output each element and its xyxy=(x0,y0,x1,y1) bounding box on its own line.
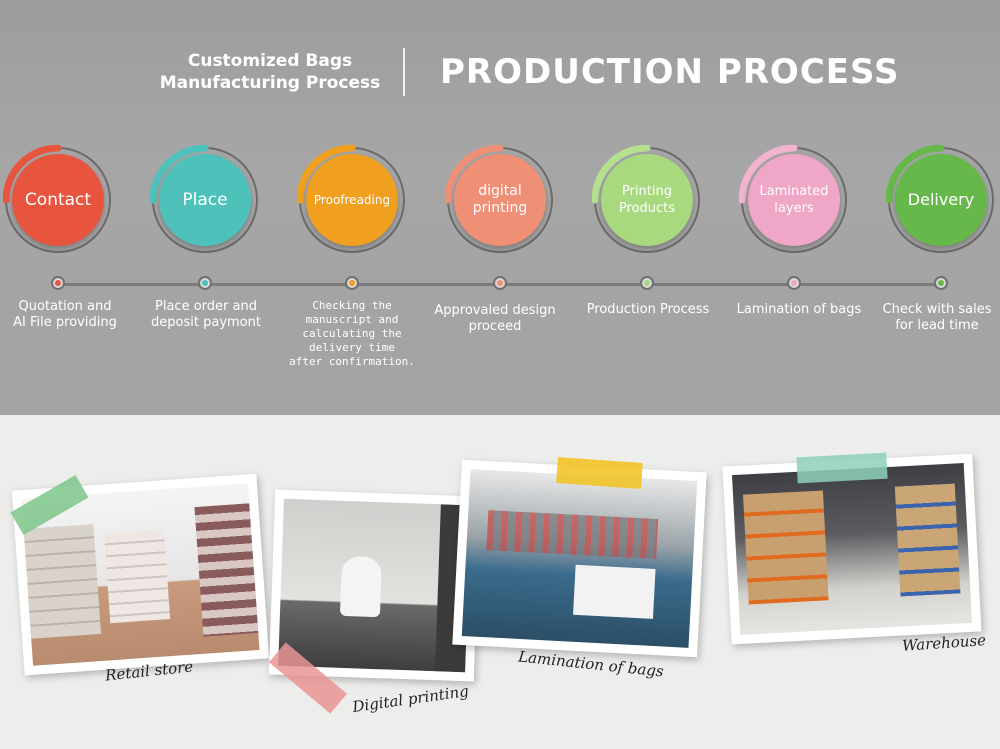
step-ring xyxy=(445,145,553,253)
page-title: PRODUCTION PROCESS xyxy=(440,52,900,92)
timeline-dot xyxy=(198,276,212,290)
step-description: Quotation and AI File providing xyxy=(13,299,117,330)
subtitle-line-1: Customized Bags xyxy=(187,51,353,71)
step-description: Check with sales for lead time xyxy=(882,302,992,333)
title-divider xyxy=(403,48,405,96)
timeline-dot xyxy=(787,276,801,290)
step-badge: digital printing xyxy=(454,154,546,246)
subtitle: Customized Bags Manufacturing Process xyxy=(150,50,390,94)
step-delivery: Delivery xyxy=(886,145,996,255)
step-description: Lamination of bags xyxy=(736,302,862,317)
step-contact: Contact xyxy=(3,145,113,255)
timeline-dot xyxy=(493,276,507,290)
step-description: Production Process xyxy=(586,302,710,317)
step-label-line-2: layers xyxy=(774,201,814,216)
lamination-image xyxy=(461,469,698,648)
step-ring xyxy=(150,145,258,253)
step-label: Place xyxy=(182,190,228,210)
warehouse-image xyxy=(731,463,973,635)
step-printing-products: Printing Products xyxy=(592,145,702,255)
step-ring xyxy=(3,145,111,253)
step-ring xyxy=(592,145,700,253)
step-digital-printing: digital printing xyxy=(445,145,555,255)
step-proofreading: Proofreading xyxy=(297,145,407,255)
step-badge: Laminated layers xyxy=(748,154,840,246)
digital-printing-image xyxy=(278,498,471,673)
step-badge: Place xyxy=(159,154,251,246)
timeline-dot xyxy=(345,276,359,290)
step-label-line-1: digital xyxy=(478,183,522,199)
step-label-line-1: Printing xyxy=(621,184,672,199)
step-label: Contact xyxy=(24,190,92,210)
step-badge: Contact xyxy=(12,154,104,246)
step-description: Place order and deposit paymont xyxy=(151,299,261,330)
tape-mint xyxy=(796,452,888,484)
step-label: Delivery xyxy=(907,190,975,209)
step-label-line-1: Laminated xyxy=(759,184,829,199)
photo-digital-printing xyxy=(268,489,481,682)
step-laminated-layers: Laminated layers xyxy=(739,145,849,255)
step-description: Approvaled design proceed xyxy=(434,303,556,334)
photo-warehouse xyxy=(722,453,982,645)
step-label-line-2: printing xyxy=(472,200,528,216)
photo-lamination xyxy=(452,459,707,658)
step-label: Proofreading xyxy=(313,193,391,207)
step-label-line-2: Products xyxy=(618,201,676,216)
step-badge: Printing Products xyxy=(601,154,693,246)
step-badge: Delivery xyxy=(895,154,987,246)
subtitle-line-2: Manufacturing Process xyxy=(159,73,381,93)
timeline-dot xyxy=(640,276,654,290)
timeline-dot xyxy=(934,276,948,290)
step-place: Place xyxy=(150,145,260,255)
step-ring xyxy=(886,145,994,253)
step-ring xyxy=(739,145,847,253)
timeline-dot xyxy=(51,276,65,290)
step-badge: Proofreading xyxy=(306,154,398,246)
step-ring xyxy=(297,145,405,253)
step-description: Checking the manuscript and calculating … xyxy=(289,299,415,368)
